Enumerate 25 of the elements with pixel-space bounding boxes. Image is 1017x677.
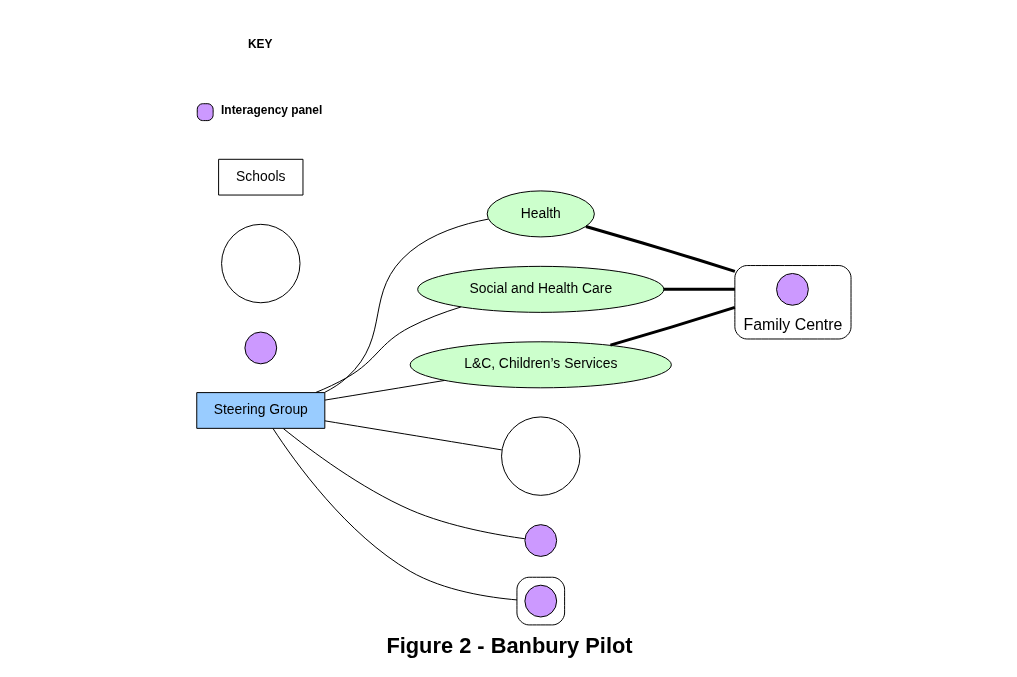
connector bbox=[323, 420, 502, 451]
node-box: Steering Group bbox=[195, 392, 325, 429]
node-circle bbox=[523, 524, 557, 557]
node-circle bbox=[500, 416, 580, 496]
connector bbox=[609, 305, 735, 347]
node-circle bbox=[775, 272, 809, 306]
node-circle bbox=[220, 223, 300, 304]
legend-label: Interagency panel bbox=[220, 103, 322, 118]
node-ellipse: Social and Health Care bbox=[416, 265, 664, 313]
diagram-title: Figure 2 - Banbury Pilot bbox=[385, 633, 633, 659]
connector bbox=[271, 427, 517, 601]
node-box: Schools bbox=[217, 158, 303, 196]
node-circle bbox=[243, 331, 277, 365]
connector bbox=[585, 225, 735, 273]
node-ellipse: Health bbox=[486, 190, 595, 238]
cluster: Family Centre bbox=[733, 265, 852, 340]
node-circle bbox=[523, 584, 557, 618]
node-ellipse: L&C, Children’s Services bbox=[409, 341, 672, 389]
connector bbox=[282, 428, 525, 540]
connector bbox=[314, 306, 461, 393]
cluster bbox=[515, 576, 565, 626]
connector bbox=[663, 287, 735, 291]
connector bbox=[323, 218, 489, 393]
connector bbox=[323, 379, 445, 401]
label: KEY bbox=[247, 37, 272, 52]
